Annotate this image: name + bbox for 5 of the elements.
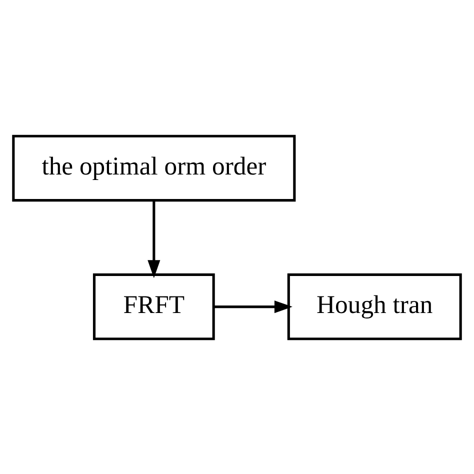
node-box: FRFT	[92, 272, 215, 340]
arrow	[214, 300, 292, 313]
node-box: the optimal orm order	[12, 134, 296, 202]
arrow	[148, 200, 160, 278]
node-box: Hough tran	[287, 272, 462, 340]
